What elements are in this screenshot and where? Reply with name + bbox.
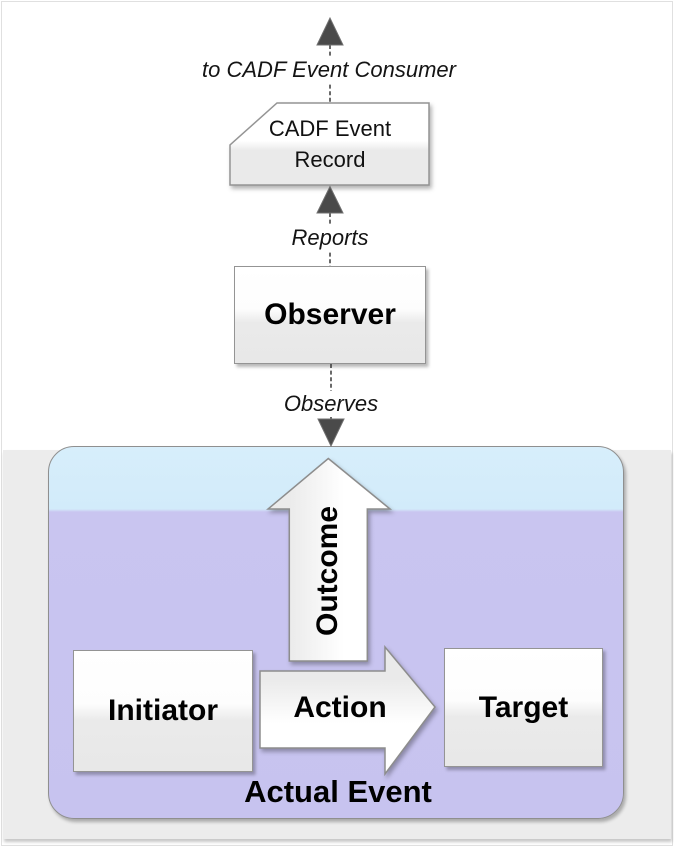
observer-box: Observer — [234, 266, 426, 364]
cadf-event-record-shape — [229, 102, 430, 186]
reports-label: Reports — [287, 225, 373, 251]
observer-label: Observer — [264, 298, 396, 331]
target-label: Target — [478, 690, 569, 724]
actual-event-label: Actual Event — [244, 774, 432, 809]
record-line2: Record — [294, 147, 366, 172]
record-shape — [229, 102, 430, 186]
reports-arrowhead — [316, 185, 344, 214]
action-arrow-shape — [259, 645, 436, 777]
target-box: Target — [444, 648, 603, 767]
observes-arrowhead — [317, 418, 345, 448]
outcome-arrow — [266, 457, 392, 662]
record-line1: CADF Event — [268, 116, 392, 141]
outcome-arrow-shape — [266, 457, 392, 662]
initiator-label: Initiator — [108, 694, 218, 727]
observes-label: Observes — [279, 391, 383, 417]
action-arrow-label: Action — [293, 691, 387, 724]
action-arrow — [259, 645, 436, 777]
cadf-event-record-text: CADF Event Record — [231, 113, 429, 175]
consumer-flow-label: to CADF Event Consumer — [198, 57, 460, 83]
initiator-box: Initiator — [73, 650, 253, 772]
consumer-arrowhead — [316, 16, 344, 46]
